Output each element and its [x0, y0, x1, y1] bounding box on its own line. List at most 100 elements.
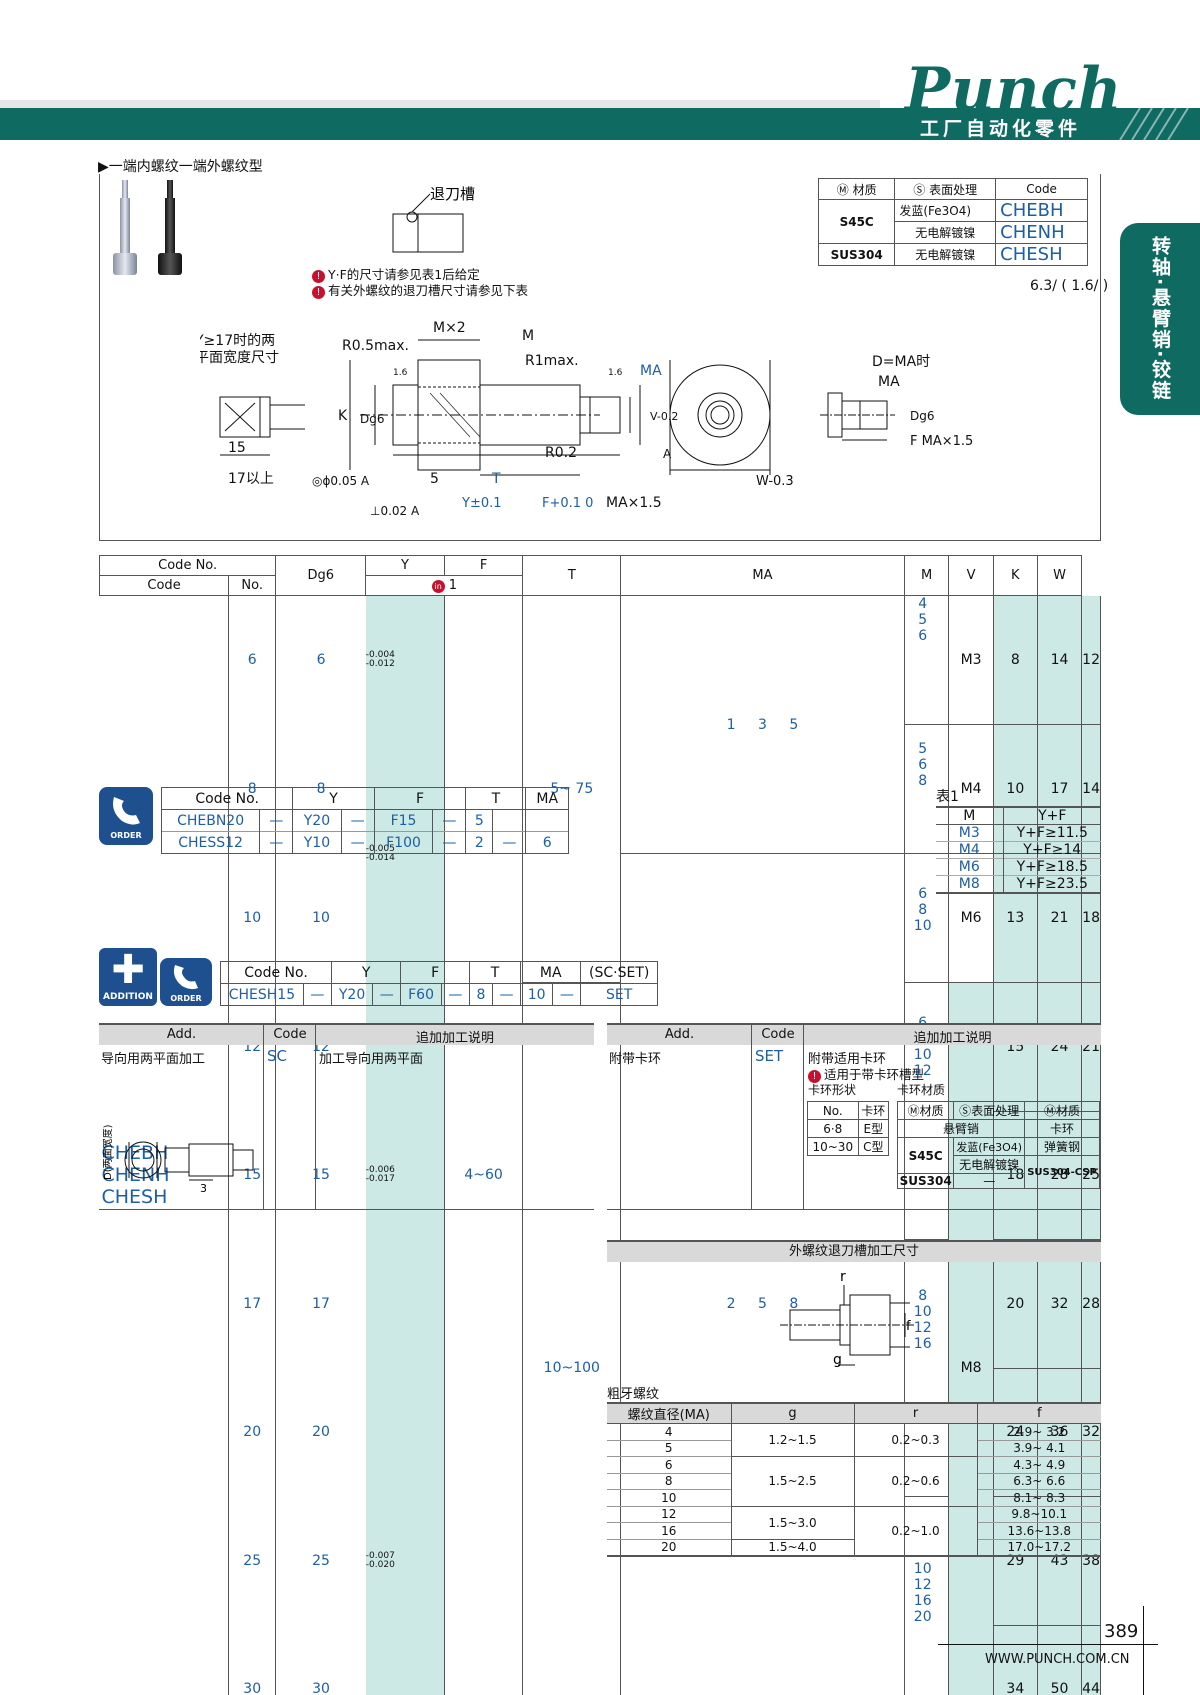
ma-value: 20 [913, 1609, 932, 1625]
groove-g: 1.5~2.5 [731, 1456, 855, 1507]
ma-value: 10 [913, 1304, 932, 1320]
no-cell: 20 [228, 1368, 277, 1497]
roughness-symbol: 6.3/ ( 1.6/ ) [1030, 278, 1109, 294]
brand-logo: Punch [905, 55, 1123, 125]
material-cell: SUS304 [817, 243, 896, 266]
th-code: Code [98, 575, 230, 596]
order-cell [525, 809, 569, 832]
dg6-tolerance: -0.005-0.014 [365, 724, 445, 983]
v-cell: 24 [993, 1368, 1038, 1497]
fmax-label: F MA×1.5 [910, 434, 973, 449]
order-cell: Y10 [292, 831, 342, 854]
th-t: T [522, 555, 622, 596]
ring-mat-sub: 卡环 [1050, 1122, 1075, 1136]
f-label: F+0.1 0 [542, 496, 593, 511]
order-table: Code No. Y F T MA CHEBN20— Y20— F15— 5 C… [160, 787, 569, 854]
groove-th: g [731, 1403, 855, 1424]
page-number: 389 [1104, 1621, 1139, 1642]
t-label: T [491, 471, 501, 487]
groove-th: 螺纹直径(MA) [607, 1403, 732, 1424]
perpendicularity: ⊥0.02 A [370, 504, 420, 518]
order-cell: CHESS12 [160, 831, 261, 854]
note-2: !有关外螺纹的退刀槽尺寸请参见下表 [312, 280, 528, 299]
ring-mat-cell: 发蓝(Fe3O4) [953, 1137, 1026, 1156]
groove-dia: 16 [607, 1522, 732, 1539]
technical-drawing: Y≥17时的两 平面宽度尺寸 15 17以上 R0.5max. M×2 M R1… [200, 320, 973, 518]
order-th: T [465, 787, 527, 810]
add-th: MA [520, 961, 582, 984]
table1-m: M3 [936, 824, 1004, 842]
t-values-1: 1 3 5 [620, 595, 905, 854]
ma-value: 12 [913, 1577, 932, 1593]
k-cell: 17 [1037, 724, 1083, 854]
groove-g: 1.5~3.0 [731, 1506, 855, 1540]
code-cell: CHEBH [995, 199, 1088, 222]
header-hatch [870, 108, 1200, 140]
max15-label: MA×1.5 [606, 495, 662, 511]
table1-m: M4 [936, 841, 1004, 859]
material-header: Ⓜ 材质 [817, 178, 896, 200]
add-cell: — [491, 983, 522, 1006]
order-th: Code No. [160, 787, 294, 810]
add-left-name: 导向用两平面加工 [101, 1052, 206, 1067]
groove-f: 8.1~ 8.3 [1013, 1490, 1066, 1505]
d-width-label: D(两面宽度) [103, 1124, 114, 1180]
table1-title: 表1 [936, 789, 959, 805]
add-cell: Y20 [331, 983, 374, 1006]
order-cell: 6 [525, 831, 569, 854]
note-1: !Y·F的尺寸请参见表1后给定 [312, 264, 480, 283]
header-stripe [0, 100, 880, 108]
th-in1: in 1 [365, 575, 524, 596]
order-cell: 5 [465, 809, 494, 832]
code-cell: CHESH [995, 243, 1088, 266]
y-range: 4~60 [444, 595, 524, 1695]
r1-label: R1max. [525, 353, 579, 369]
v-label: V-0.2 [650, 410, 678, 423]
order-cell: F100 [373, 831, 434, 854]
table1-yf: Y+F≥18.5 [1016, 859, 1088, 875]
r-label: r [840, 1269, 846, 1285]
ring-mat-th: Ⓜ材质 [897, 1101, 955, 1120]
th-no: No. [228, 575, 277, 596]
addition-right-table: Add. Code 追加加工说明 附带卡环 SET 附带适用卡环 !适用于带卡环… [607, 1023, 1101, 1210]
ma-value: 10 [913, 1561, 932, 1577]
k-cell: 21 [1037, 853, 1083, 983]
add-right-code: SET [755, 1047, 784, 1065]
groove-g: 1.5~4.0 [731, 1539, 855, 1556]
surface-cell: 发蓝(Fe3O4) [894, 199, 997, 222]
ring-shape-cell: E型 [863, 1122, 884, 1136]
groove-f: 6.3~ 6.6 [1013, 1474, 1066, 1489]
datum-a: A [663, 447, 672, 461]
groove-f: 2.9~ 3.2 [1013, 1424, 1066, 1439]
k-cell: 36 [1037, 1368, 1083, 1497]
ma-value: 10 [913, 1047, 932, 1063]
order-th: F [373, 787, 467, 810]
add-cell: 8 [469, 983, 493, 1006]
groove-th: r [854, 1403, 978, 1424]
surface-header: Ⓢ 表面处理 [894, 178, 997, 200]
ma-value: 16 [913, 1336, 932, 1352]
add-cell: — [552, 983, 582, 1006]
w-cell: 44 [1081, 1625, 1101, 1695]
addition-left-table: Add. Code 追加加工说明 导向用两平面加工 SC 加工导向用两平面 3 … [99, 1023, 594, 1210]
surface-cell: 无电解镀镍 [894, 221, 997, 244]
add-left-th: Code [273, 1027, 307, 1042]
w-label: W-0.3 [756, 474, 794, 489]
groove-sketch: 退刀槽 [392, 185, 475, 253]
y-label: Y±0.1 [461, 496, 502, 511]
dg6-label-2: Dg6 [910, 409, 935, 423]
th-k: K [992, 555, 1038, 596]
add-left-desc: 加工导向用两平面 [319, 1052, 424, 1067]
add-cell: — [440, 983, 471, 1006]
order-cell: — [259, 809, 294, 832]
table1-yf: Y+F≥23.5 [1016, 876, 1088, 892]
add-th: (SC·SET) [580, 961, 658, 984]
f-range-2: 10~100 [522, 982, 622, 1695]
g-label: g [833, 1352, 842, 1368]
ring-mat-cell: 无电解镀镍 [953, 1155, 1026, 1174]
